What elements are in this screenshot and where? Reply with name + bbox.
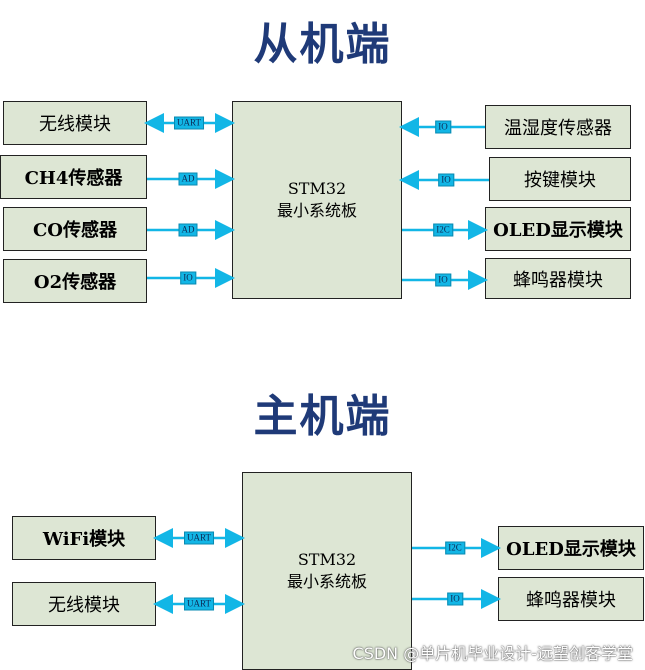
master-bus-label-2: UART bbox=[184, 597, 214, 611]
master-bus-label-4: IO bbox=[447, 592, 463, 606]
slave-bus-label-7: I2C bbox=[433, 223, 453, 237]
slave-core-line1: STM32 bbox=[287, 179, 347, 198]
slave-bus-label-3: AD bbox=[178, 223, 198, 237]
slave-bus-label-2: AD bbox=[178, 172, 198, 186]
slave-right-box-1: 温湿度传感器 bbox=[485, 105, 631, 149]
master-left-box-2: 无线模块 bbox=[12, 582, 156, 626]
slave-right-box-3: OLED显示模块 bbox=[485, 207, 631, 251]
slave-left-box-4: O2传感器 bbox=[3, 259, 147, 303]
master-right-box-2: 蜂鸣器模块 bbox=[498, 577, 644, 621]
slave-left-box-1: 无线模块 bbox=[3, 101, 147, 145]
master-stm32-core: STM32 最小系统板 bbox=[242, 472, 412, 670]
master-bus-label-3: I2C bbox=[445, 541, 465, 555]
slave-stm32-core: STM32 最小系统板 bbox=[232, 101, 402, 299]
slave-title: 从机端 bbox=[253, 19, 392, 70]
master-left-box-1: WiFi模块 bbox=[12, 516, 156, 560]
master-bus-label-1: UART bbox=[184, 531, 214, 545]
master-title: 主机端 bbox=[253, 391, 392, 442]
slave-bus-label-5: IO bbox=[435, 120, 451, 134]
slave-left-box-3: CO传感器 bbox=[3, 207, 147, 251]
slave-bus-label-6: IO bbox=[438, 173, 454, 187]
slave-bus-label-4: IO bbox=[180, 271, 196, 285]
master-right-box-1: OLED显示模块 bbox=[498, 526, 644, 570]
csdn-watermark: CSDN @单片机毕业设计-远望创客学堂 bbox=[352, 644, 633, 663]
slave-core-line2: 最小系统板 bbox=[276, 201, 357, 220]
slave-bus-label-8: IO bbox=[435, 273, 451, 287]
slave-right-box-2: 按键模块 bbox=[489, 157, 631, 201]
slave-right-box-4: 蜂鸣器模块 bbox=[485, 258, 631, 299]
slave-bus-label-1: UART bbox=[174, 116, 204, 130]
master-core-line2: 最小系统板 bbox=[286, 572, 367, 591]
master-core-line1: STM32 bbox=[297, 550, 357, 569]
slave-left-box-2: CH4传感器 bbox=[0, 155, 147, 199]
